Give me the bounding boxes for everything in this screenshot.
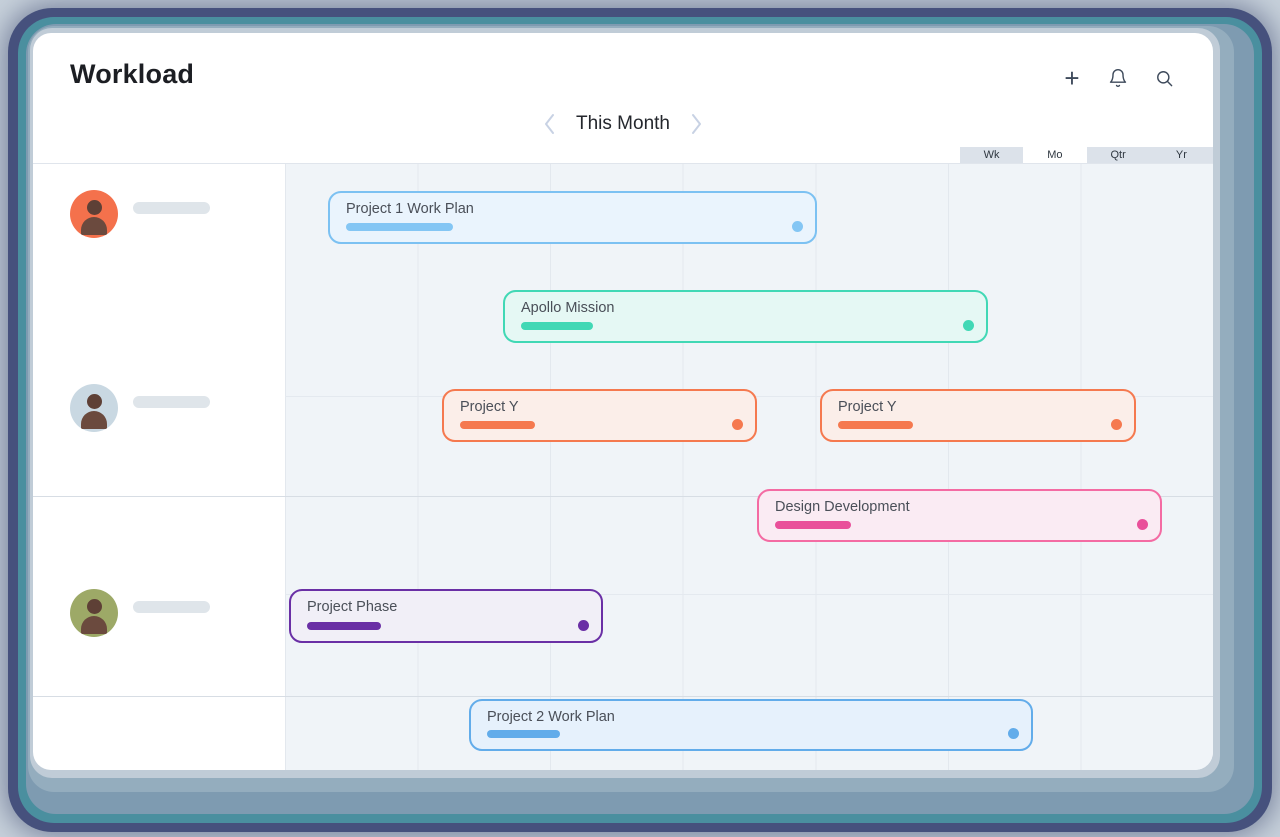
name-placeholder: [133, 601, 210, 613]
avatar-silhouette: [87, 599, 102, 614]
avatar-silhouette: [81, 411, 107, 429]
app-window: Workload +: [33, 33, 1213, 770]
task-label: Project Y: [838, 399, 897, 415]
progress-bar: [775, 521, 852, 529]
search-icon: [1156, 70, 1172, 86]
avatar[interactable]: [70, 190, 118, 238]
avatar[interactable]: [70, 384, 118, 432]
row-separator: [285, 594, 1213, 595]
plus-icon: +: [1064, 63, 1080, 93]
period-label: This Month: [576, 113, 670, 134]
task-bar[interactable]: Project Y: [442, 389, 757, 442]
avatar-silhouette: [87, 200, 102, 215]
progress-bar: [460, 421, 535, 429]
task-bar[interactable]: Apollo Mission: [503, 290, 988, 343]
task-label: Project 1 Work Plan: [346, 201, 474, 217]
add-button[interactable]: +: [1061, 63, 1083, 93]
notifications-button[interactable]: [1107, 67, 1129, 89]
task-bar[interactable]: Project Y: [820, 389, 1136, 442]
progress-bar: [346, 223, 453, 231]
group-separator: [33, 696, 1213, 697]
task-label: Project Y: [460, 399, 519, 415]
task-bar[interactable]: Project Phase: [289, 589, 603, 643]
avatar-silhouette: [81, 217, 107, 235]
task-label: Project Phase: [307, 599, 398, 615]
progress-bar: [307, 622, 382, 630]
search-button[interactable]: [1153, 67, 1175, 89]
milestone-dot: [963, 320, 974, 331]
bell-icon: [1109, 69, 1127, 88]
page-title: Workload: [70, 59, 195, 89]
milestone-dot: [1008, 728, 1019, 739]
milestone-dot: [1137, 519, 1148, 530]
next-period-button[interactable]: [690, 113, 703, 135]
name-placeholder: [133, 202, 210, 214]
chevron-right-icon: [691, 114, 701, 134]
prev-period-button[interactable]: [543, 113, 556, 135]
avatar[interactable]: [70, 589, 118, 637]
name-placeholder: [133, 396, 210, 408]
milestone-dot: [1111, 419, 1122, 430]
toggle-option-month[interactable]: Mo: [1023, 147, 1087, 164]
milestone-dot: [732, 419, 743, 430]
task-bar[interactable]: Design Development: [757, 489, 1162, 542]
timeline-workspace: Project 1 Work Plan Apollo Mission Proje…: [33, 163, 1213, 770]
progress-bar: [521, 322, 594, 330]
task-bar[interactable]: Project 1 Work Plan: [328, 191, 817, 244]
task-bar[interactable]: Project 2 Work Plan: [469, 699, 1033, 751]
task-label: Apollo Mission: [521, 300, 615, 316]
avatar-silhouette: [87, 394, 102, 409]
toggle-option-year[interactable]: Yr: [1175, 149, 1187, 161]
group-separator: [33, 496, 1213, 497]
avatar-silhouette: [81, 616, 107, 634]
chevron-left-icon: [545, 114, 554, 134]
timeline-grid: [285, 164, 1213, 770]
progress-bar: [487, 730, 560, 738]
zoom-level-toggle: Wk Mo Qtr Yr: [960, 147, 1213, 164]
milestone-dot: [792, 221, 803, 232]
toggle-option-week[interactable]: Wk: [983, 149, 1000, 161]
task-label: Design Development: [775, 499, 910, 515]
task-label: Project 2 Work Plan: [487, 709, 615, 725]
header-actions: +: [1061, 63, 1175, 93]
milestone-dot: [578, 620, 589, 631]
toggle-option-quarter[interactable]: Qtr: [1110, 149, 1126, 161]
progress-bar: [838, 421, 913, 429]
period-nav: This Month: [33, 113, 1213, 135]
